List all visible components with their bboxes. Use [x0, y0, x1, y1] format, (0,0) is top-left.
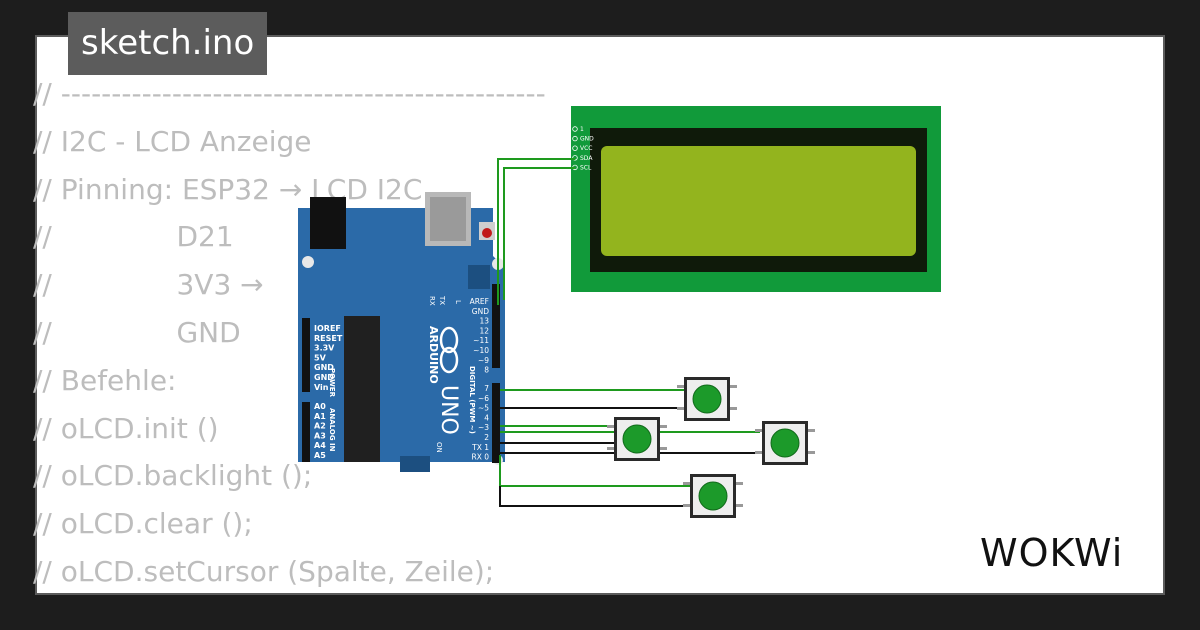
digital-pin-label: ~5 [478, 404, 489, 413]
digital-pin-label: 12 [479, 326, 489, 335]
analog-header-label: ANALOG IN [328, 408, 336, 452]
on-led-label: ON [435, 442, 443, 453]
analog-pins-label: A2 [314, 422, 326, 431]
digital-pin-label: 7 [484, 384, 489, 393]
digital-pin-label: 8 [484, 366, 489, 375]
arduino-infinity-icon [439, 326, 459, 354]
lcd-pin[interactable] [572, 155, 578, 161]
code-line: // I2C - LCD Anzeige [33, 124, 312, 158]
power-pins-label: GND [314, 363, 334, 372]
lcd-pin-label: VCC [580, 145, 592, 152]
analog-pins-label: A3 [314, 431, 326, 440]
power-pins-label: Vin [314, 383, 329, 392]
pushbutton-4[interactable] [683, 474, 743, 518]
power-pins-label: GND [314, 373, 334, 382]
code-line: // 3V3 → [33, 268, 264, 302]
power-pins-label: 5V [314, 353, 327, 362]
lcd-pin-label: SCL [580, 164, 592, 171]
analog-pins-label: A5 [314, 451, 326, 460]
analog-pins-label: A4 [314, 441, 326, 450]
digital-pin-label: 13 [479, 317, 489, 326]
arduino-model-text: UNO [436, 385, 461, 435]
pushbutton-3[interactable] [755, 421, 815, 465]
digital-pin-label: ~9 [478, 356, 489, 365]
digital-pin-label: TX 1 [471, 443, 489, 452]
lcd-pin-label: 1 [580, 126, 584, 133]
code-background: // -------------------------------------… [33, 70, 546, 596]
power-pins-label: IOREF [314, 324, 341, 333]
digital-pin-label: ~3 [478, 423, 489, 432]
code-line: // oLCD.setCursor (Spalte, Zeile); [33, 554, 495, 588]
arduino-logo-text: ARDUINO [427, 326, 440, 384]
lcd-pin[interactable] [572, 126, 578, 132]
digital-header-label: DIGITAL (PWM ~) [468, 366, 476, 434]
lcd-pin-label: SDA [580, 155, 593, 162]
file-tab-label: sketch.ino [81, 23, 255, 63]
wokwi-logo: WOKWi [980, 531, 1123, 575]
digital-pin-label: 4 [484, 413, 489, 422]
code-line: // oLCD.backlight (); [33, 459, 313, 493]
code-line: // Befehle: [33, 363, 177, 397]
code-line: // oLCD.clear (); [33, 507, 253, 541]
tx-led-label: TX [438, 295, 446, 305]
power-header-label: POWER [328, 368, 336, 398]
code-line: // oLCD.init () [33, 411, 219, 445]
pushbutton-2[interactable] [607, 417, 667, 461]
code-line: // D21 [33, 220, 234, 254]
digital-pin-label: ~11 [473, 336, 489, 345]
wokwi-logo-text: WOKWi [980, 531, 1123, 575]
digital-pin-label: RX 0 [471, 453, 489, 462]
l-led-label: L [454, 300, 462, 304]
digital-pin-label: ~10 [473, 346, 489, 355]
analog-pins-label: A1 [314, 412, 326, 421]
digital-pin-label: GND [472, 307, 489, 316]
lcd-pin[interactable] [572, 145, 578, 151]
code-line: // GND [33, 315, 241, 349]
file-tab[interactable]: sketch.ino [68, 12, 268, 75]
power-pins-label: 3.3V [314, 344, 335, 353]
rx-led-label: RX [428, 296, 436, 306]
digital-pin-label: ~6 [478, 394, 489, 403]
code-line: // -------------------------------------… [33, 77, 546, 110]
digital-pin-label: 2 [484, 433, 489, 442]
digital-pin-label: AREF [470, 297, 489, 306]
power-pins-label: RESET [314, 334, 343, 343]
analog-pins-label: A0 [314, 402, 326, 411]
pushbutton-1[interactable] [677, 377, 737, 421]
lcd-pin[interactable] [572, 135, 578, 142]
lcd-pin-label: GND [580, 136, 594, 143]
